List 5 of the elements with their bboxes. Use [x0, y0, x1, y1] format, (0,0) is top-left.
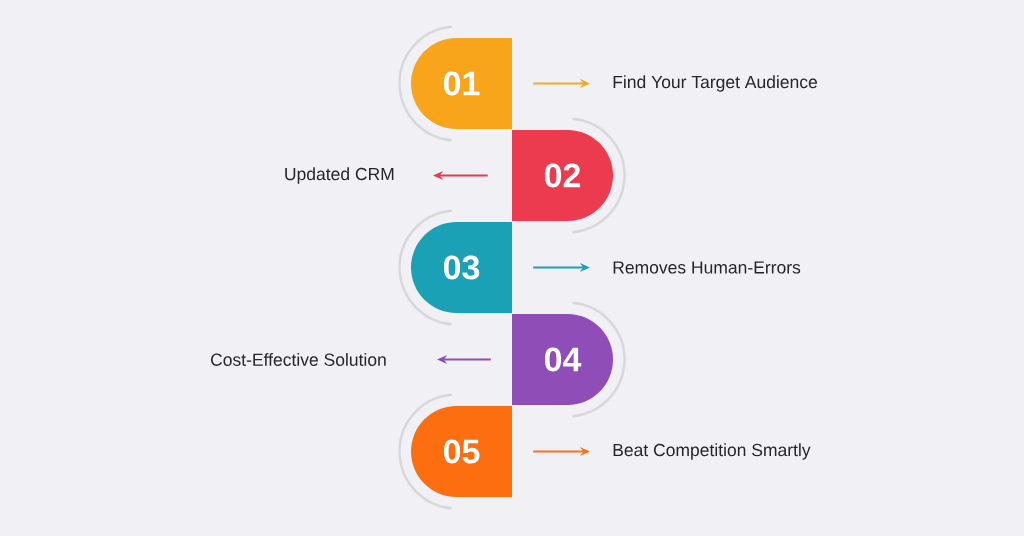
- step-label: Find Your Target Audience: [613, 75, 817, 92]
- step-label: Cost-Effective Solution: [211, 353, 386, 366]
- step-label: Removes Human-Errors: [613, 261, 801, 274]
- step-label: Beat Competition Smartly: [613, 443, 811, 460]
- step-label: Updated CRM: [285, 167, 394, 184]
